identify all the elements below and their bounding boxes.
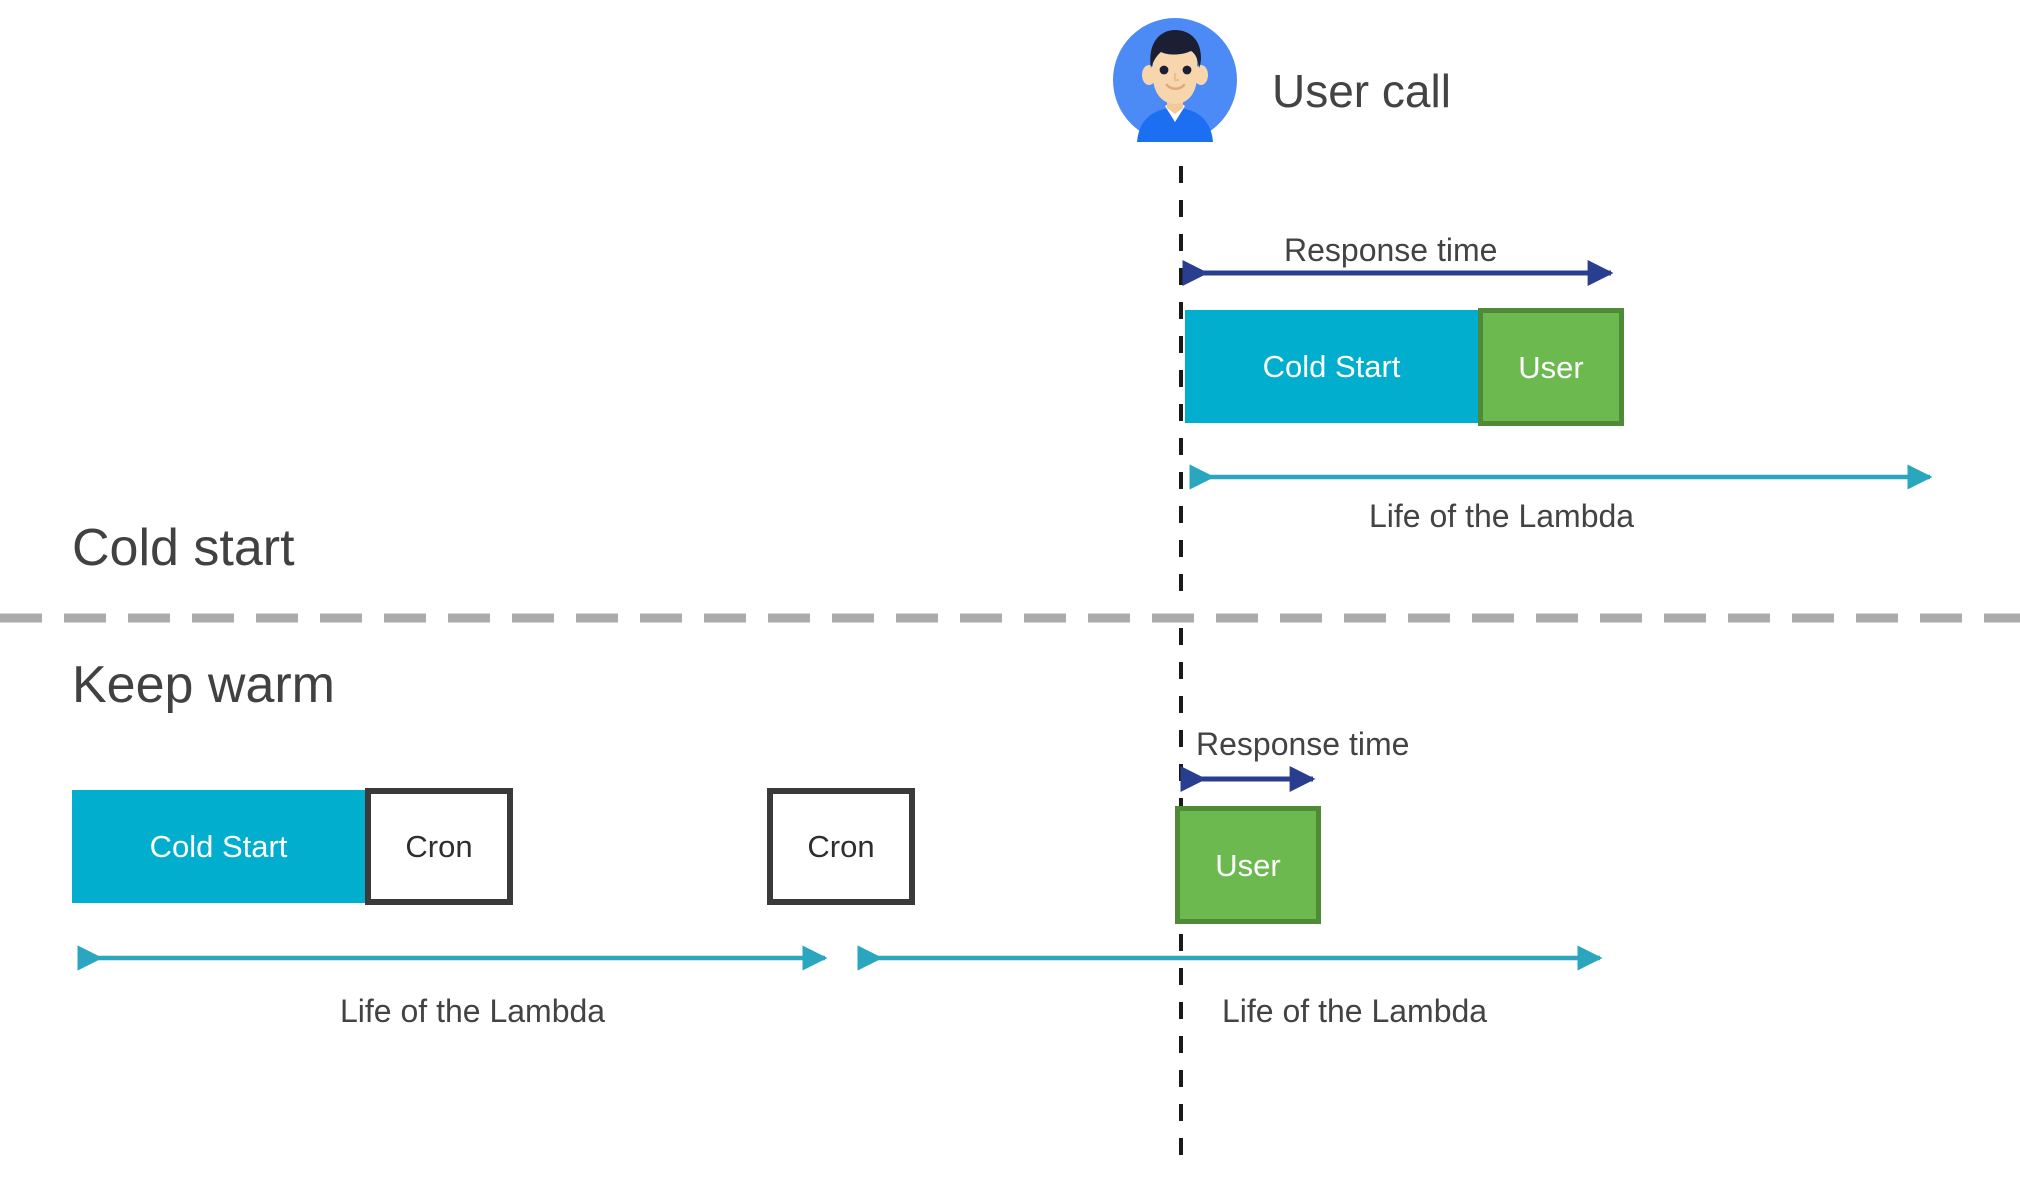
bar-label-cron-2: Cron <box>807 829 875 864</box>
bar-user-bottom: User <box>1175 806 1321 924</box>
lifetime-label-keep-warm-right: Life of the Lambda <box>1222 993 1488 1029</box>
user-call-label: User call <box>1272 65 1451 117</box>
bar-label-cold-start-top: Cold Start <box>1262 349 1401 384</box>
bar-label-user-top: User <box>1518 349 1584 385</box>
bar-label-user-bottom: User <box>1215 847 1281 883</box>
lifetime-label-keep-warm-left: Life of the Lambda <box>340 993 606 1029</box>
bar-cron-2: Cron <box>767 788 915 905</box>
bar-label-cold-start-bottom: Cold Start <box>149 829 288 864</box>
bar-cold-start-top: Cold Start <box>1185 310 1478 423</box>
user-avatar-icon <box>1113 18 1237 142</box>
section-label-keep-warm: Keep warm <box>72 656 335 714</box>
bar-user-top: User <box>1478 308 1624 426</box>
bar-label-cron-1: Cron <box>405 829 473 864</box>
bar-cold-start-bottom: Cold Start <box>72 790 365 903</box>
section-label-cold-start: Cold start <box>72 519 295 577</box>
bar-cron-1: Cron <box>365 788 513 905</box>
lifetime-label-cold-start: Life of the Lambda <box>1369 498 1635 534</box>
response-time-label-keep-warm: Response time <box>1196 726 1410 762</box>
response-time-label-cold-start: Response time <box>1284 232 1498 268</box>
